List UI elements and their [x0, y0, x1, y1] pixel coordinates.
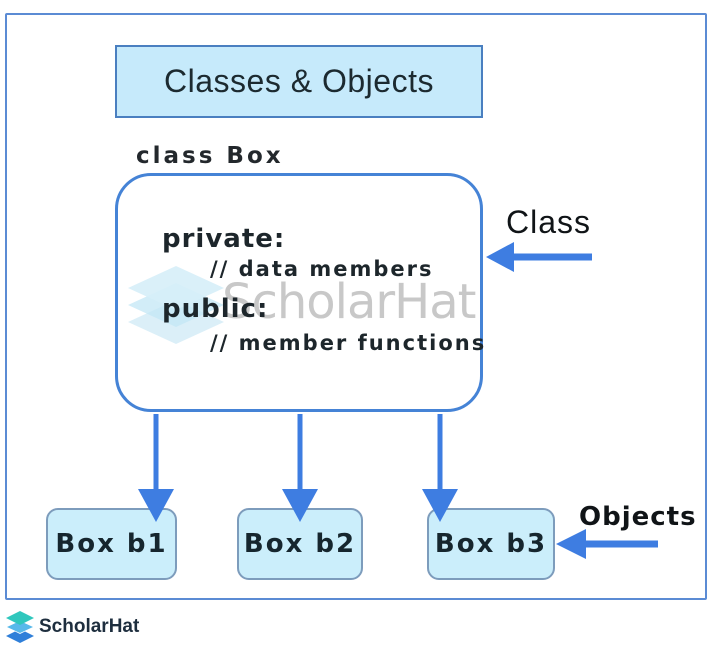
objects-annotation: Objects — [579, 502, 697, 532]
watermark-text: ScholarHat — [222, 274, 476, 330]
object-box-b1-label: Box b1 — [55, 529, 168, 559]
private-comment: // data members — [210, 257, 434, 281]
footer-brand-text: ScholarHat — [39, 616, 140, 637]
layers-icon — [6, 611, 34, 643]
public-comment: // member functions — [210, 331, 487, 355]
private-label: private: — [162, 224, 286, 254]
object-box-b3-label: Box b3 — [434, 529, 548, 559]
class-definition-label: class Box — [136, 143, 284, 169]
footer-brand: ScholarHat — [6, 611, 139, 643]
object-box-b3: Box b3 — [427, 508, 555, 580]
class-annotation: Class — [506, 204, 592, 240]
public-label: public: — [162, 294, 269, 324]
object-box-b1: Box b1 — [46, 508, 177, 580]
hexagon-watermark-icon — [128, 266, 224, 344]
object-box-b2: Box b2 — [237, 508, 363, 580]
page-title: Classes & Objects — [164, 63, 434, 99]
title-box: Classes & Objects — [115, 45, 483, 118]
object-box-b2-label: Box b2 — [243, 529, 357, 559]
